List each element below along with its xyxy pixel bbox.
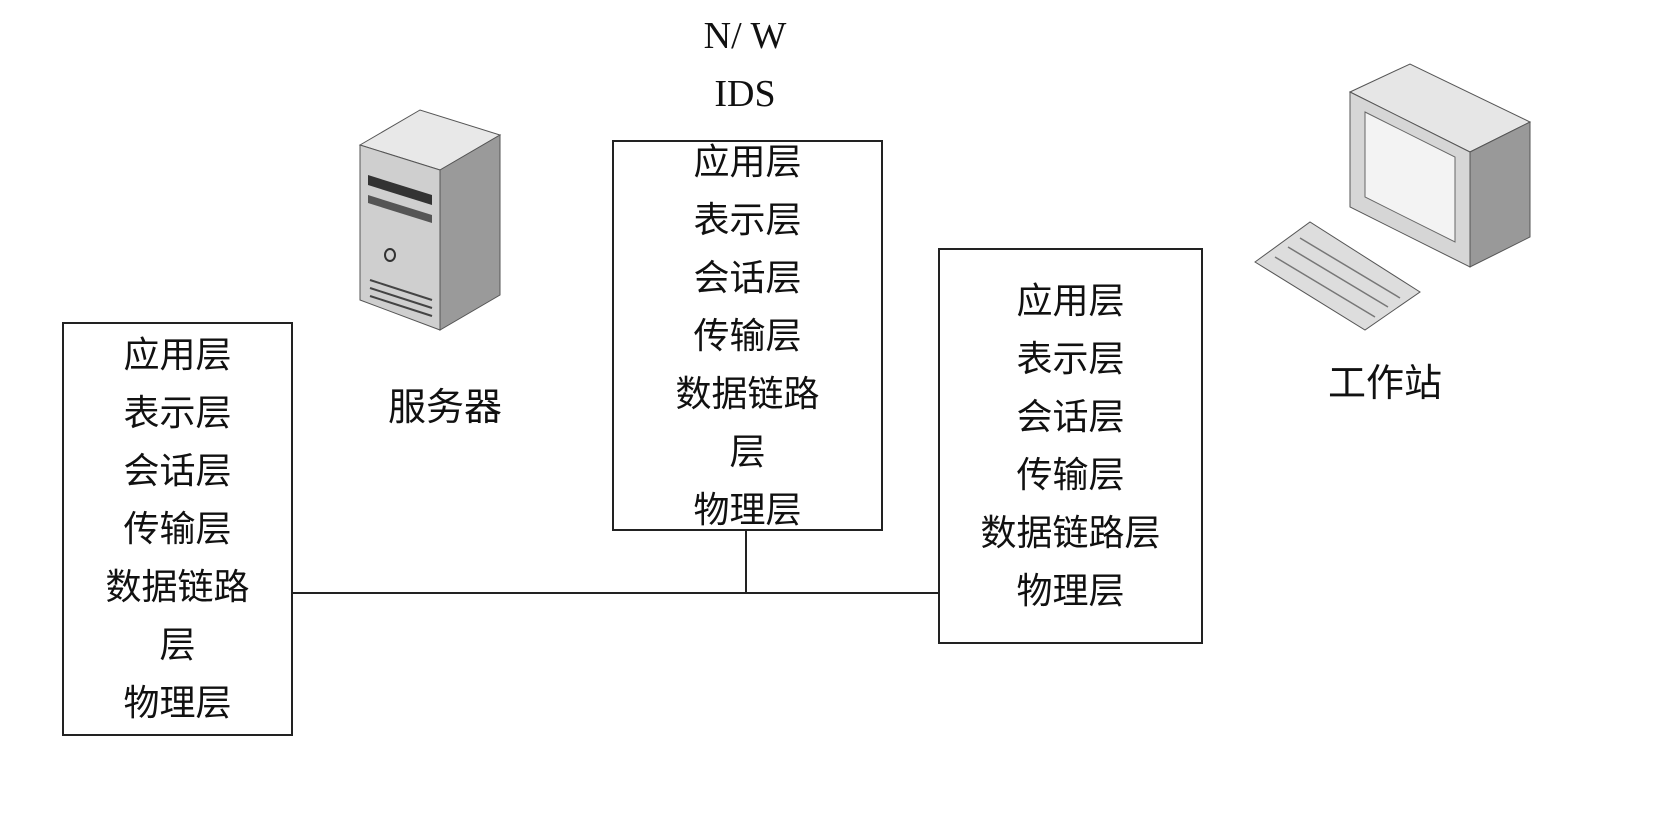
- layer-application: 应用层: [1016, 281, 1125, 321]
- workstation-icon: [1254, 63, 1532, 331]
- layer-application: 应用层: [693, 141, 802, 182]
- ids-title-ids: IDS: [714, 73, 776, 115]
- layer-transport: 传输层: [693, 315, 802, 356]
- layer-physical: 物理层: [1016, 571, 1125, 611]
- server-label: 服务器: [387, 387, 502, 429]
- workstation-label: 工作站: [1327, 363, 1442, 405]
- layer-physical: 物理层: [123, 683, 232, 723]
- layer-datalink: 数据链路: [105, 567, 250, 607]
- layer-datalink: 数据链路层: [980, 513, 1161, 553]
- server-osi-stack: 应用层 表示层 会话层 传输层 数据链路 层 物理层: [62, 322, 293, 736]
- server-icon: [358, 109, 502, 331]
- layer-datalink-cont: 层: [729, 431, 766, 472]
- layer-presentation: 表示层: [123, 393, 232, 433]
- layer-datalink: 数据链路: [675, 373, 820, 414]
- network-bus-line: [292, 592, 939, 594]
- layer-session: 会话层: [1016, 397, 1125, 437]
- ids-title-nw: N/ W: [703, 15, 787, 57]
- layer-transport: 传输层: [1016, 455, 1125, 495]
- layer-presentation: 表示层: [1016, 339, 1125, 379]
- workstation-osi-stack: 应用层 表示层 会话层 传输层 数据链路层 物理层: [938, 248, 1203, 644]
- layer-transport: 传输层: [123, 509, 232, 549]
- layer-application: 应用层: [123, 335, 232, 375]
- layer-presentation: 表示层: [693, 199, 802, 240]
- ids-tap-line: [745, 530, 747, 593]
- layer-session: 会话层: [693, 257, 802, 298]
- ids-osi-stack: 应用层 表示层 会话层 传输层 数据链路 层 物理层: [612, 140, 883, 531]
- layer-datalink-cont: 层: [159, 625, 196, 665]
- layer-physical: 物理层: [693, 489, 802, 530]
- layer-session: 会话层: [123, 451, 232, 491]
